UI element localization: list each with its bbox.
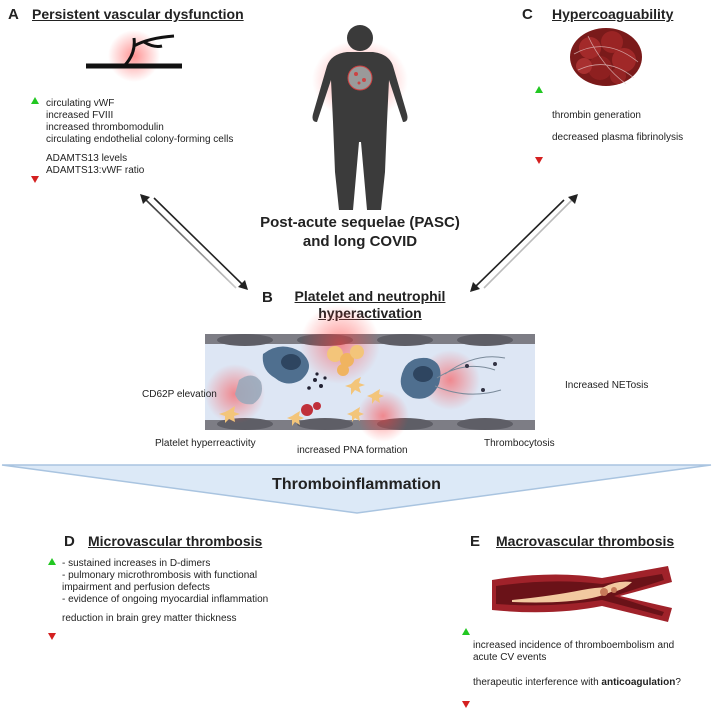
label-thrombocytosis: Thrombocytosis bbox=[484, 438, 555, 449]
down-arrow-icon bbox=[462, 672, 470, 708]
down-arrow-icon bbox=[31, 149, 39, 183]
panel-c-up-text: thrombin generation bbox=[552, 110, 641, 121]
list-item: acute CV events bbox=[473, 652, 547, 663]
list-item: circulating vWF bbox=[46, 98, 115, 109]
list-item: ADAMTS13:vWF ratio bbox=[46, 165, 145, 176]
label-netosis: Increased NETosis bbox=[565, 380, 649, 391]
up-arrow-icon bbox=[462, 628, 470, 660]
center-title-line1: Post-acute sequelae (PASC) bbox=[260, 214, 460, 231]
list-item: - pulmonary microthrombosis with functio… bbox=[62, 570, 258, 581]
panel-d-down-text: reduction in brain grey matter thickness bbox=[62, 613, 237, 624]
panel-a-letter: A bbox=[8, 6, 19, 23]
down-text-bold: anticoagulation bbox=[601, 677, 676, 688]
up-arrow-icon bbox=[535, 86, 543, 122]
list-item: impairment and perfusion defects bbox=[62, 582, 210, 593]
down-arrow-icon bbox=[535, 130, 543, 164]
down-text-suffix: ? bbox=[675, 677, 681, 688]
panel-d-up-list: - sustained increases in D-dimers - pulm… bbox=[62, 558, 268, 606]
list-item: - evidence of ongoing myocardial inflamm… bbox=[62, 594, 269, 605]
panel-e-down-text: therapeutic interference with anticoagul… bbox=[473, 677, 681, 689]
blood-clot-icon bbox=[570, 28, 642, 86]
panel-b-title-line1: Platelet and neutrophil bbox=[294, 288, 446, 304]
up-arrow-icon bbox=[48, 558, 56, 598]
list-item: increased thrombomodulin bbox=[46, 122, 164, 133]
panel-d-title: Microvascular thrombosis bbox=[88, 533, 263, 549]
list-item: ADAMTS13 levels bbox=[46, 153, 128, 164]
panel-b-title: Platelet and neutrophil hyperactivation bbox=[282, 288, 458, 322]
label-cd62p: CD62P elevation bbox=[142, 389, 217, 400]
artery-thrombus-icon bbox=[492, 566, 672, 622]
list-item: increased incidence of thromboembolism a… bbox=[473, 640, 675, 651]
blood-vessel-icon bbox=[86, 30, 182, 82]
list-item: increased FVIII bbox=[46, 110, 114, 121]
panel-e-letter: E bbox=[470, 533, 481, 550]
panel-e-up-list: increased incidence of thromboembolism a… bbox=[473, 640, 674, 664]
panel-a-title: Persistent vascular dysfunction bbox=[32, 6, 244, 22]
human-body-icon bbox=[312, 25, 408, 210]
double-arrow-left-icon bbox=[140, 194, 248, 290]
panel-b-letter: B bbox=[262, 289, 273, 306]
double-arrow-right-icon bbox=[470, 194, 578, 292]
down-text-prefix: therapeutic interference with bbox=[473, 677, 602, 688]
up-arrow-icon bbox=[31, 97, 39, 133]
panel-c-title: Hypercoaguability bbox=[552, 6, 674, 22]
panel-a-down-list: ADAMTS13 levels ADAMTS13:vWF ratio bbox=[46, 153, 144, 177]
label-platelet-hyperreactivity: Platelet hyperreactivity bbox=[155, 438, 256, 449]
down-arrow-icon bbox=[48, 606, 56, 640]
list-item: circulating endothelial colony-forming c… bbox=[46, 134, 234, 145]
panel-d-letter: D bbox=[64, 533, 75, 550]
label-pna-formation: increased PNA formation bbox=[297, 445, 408, 456]
panel-c-down-text: decreased plasma fibrinolysis bbox=[552, 132, 684, 143]
panel-e-title: Macrovascular thrombosis bbox=[496, 533, 675, 549]
vessel-cross-section-diagram bbox=[205, 304, 535, 442]
list-item: - sustained increases in D-dimers bbox=[62, 558, 211, 569]
panel-c-letter: C bbox=[522, 6, 533, 23]
banner-text: Thromboinflammation bbox=[272, 476, 441, 493]
center-title-line2: and long COVID bbox=[302, 233, 418, 250]
thromboinflammation-banner bbox=[1, 464, 712, 514]
center-title: Post-acute sequelae (PASC) and long COVI… bbox=[240, 213, 480, 251]
panel-a-up-list: circulating vWF increased FVIII increase… bbox=[46, 98, 233, 146]
